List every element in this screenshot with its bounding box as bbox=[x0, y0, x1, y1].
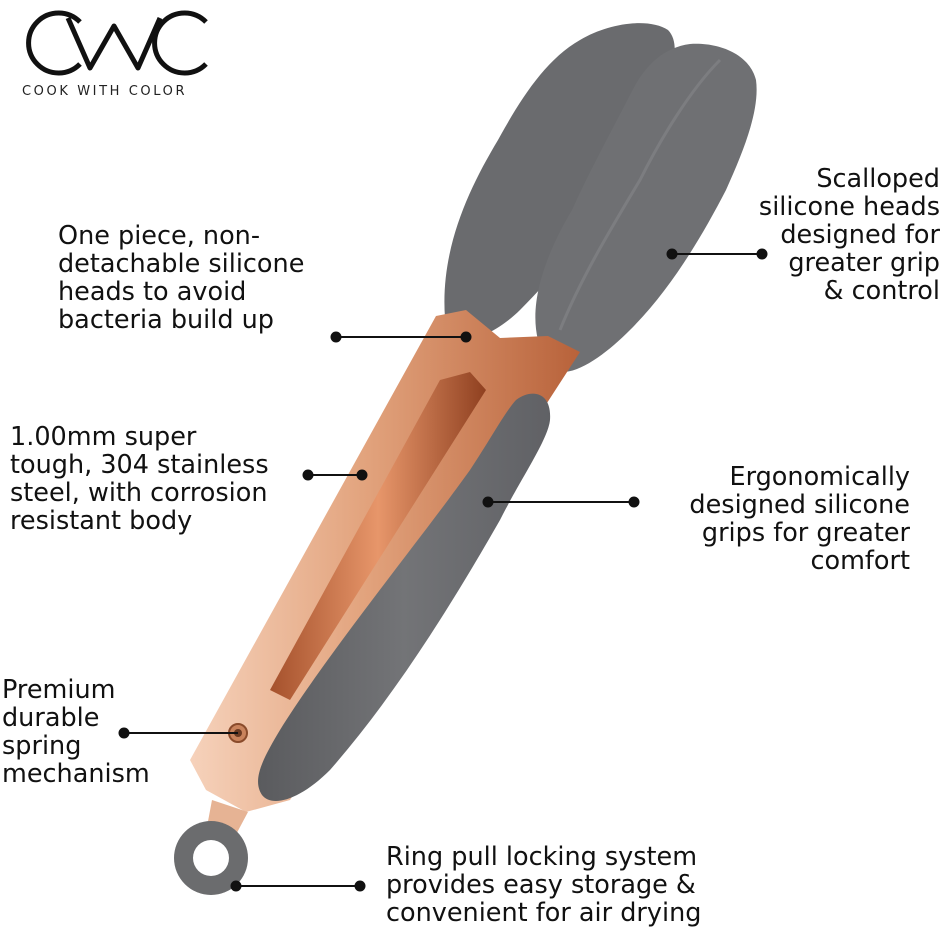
callout-stainless-steel: 1.00mm super tough, 304 stainless steel,… bbox=[10, 423, 269, 535]
callout-line: Scalloped bbox=[816, 164, 940, 194]
callout-scalloped-heads: Scalloped silicone heads designed for gr… bbox=[759, 165, 940, 305]
steel-inner-channel bbox=[270, 372, 486, 700]
head-highlight bbox=[558, 58, 722, 331]
brand-logo: COOK WITH COLOR bbox=[18, 4, 218, 104]
callout-line: provides easy storage & bbox=[386, 870, 696, 900]
callout-line: greater grip bbox=[788, 248, 940, 278]
callout-line: grips for greater bbox=[701, 518, 910, 548]
callout-line: bacteria build up bbox=[58, 305, 274, 335]
ring-pull-hole bbox=[193, 840, 229, 876]
callout-ring-pull: Ring pull locking system provides easy s… bbox=[386, 843, 701, 927]
rose-gold-steel-body bbox=[190, 310, 580, 812]
callout-line: resistant body bbox=[10, 506, 193, 536]
callout-spring-mechanism: Premium durable spring mechanism bbox=[2, 676, 150, 788]
callout-ergonomic-grips: Ergonomically designed silicone grips fo… bbox=[689, 463, 910, 575]
callout-line: 1.00mm super bbox=[10, 422, 197, 452]
callout-line: designed silicone bbox=[689, 490, 910, 520]
callout-line: spring bbox=[2, 731, 82, 761]
callout-line: steel, with corrosion bbox=[10, 478, 268, 508]
brand-tagline: COOK WITH COLOR bbox=[22, 84, 188, 99]
callout-line: durable bbox=[2, 703, 100, 733]
leader-lines bbox=[118, 248, 768, 892]
callout-line: convenient for air drying bbox=[386, 898, 702, 928]
callout-line: designed for bbox=[780, 220, 940, 250]
callout-line: mechanism bbox=[2, 759, 150, 789]
callout-line: heads to avoid bbox=[58, 277, 247, 307]
callout-line: tough, 304 stainless bbox=[10, 450, 269, 480]
callout-line: comfort bbox=[810, 546, 910, 576]
callout-line: silicone heads bbox=[758, 192, 940, 222]
cwc-logo-mark bbox=[26, 10, 208, 76]
callout-line: Ergonomically bbox=[729, 462, 910, 492]
left-silicone-head bbox=[444, 23, 675, 341]
callout-line: Ring pull locking system bbox=[386, 842, 698, 872]
callout-line: detachable silicone bbox=[58, 249, 305, 279]
callout-silicone-heads: One piece, non- detachable silicone head… bbox=[58, 222, 304, 334]
right-silicone-head bbox=[535, 43, 757, 372]
callout-line: One piece, non- bbox=[58, 221, 261, 251]
silicone-grip bbox=[258, 393, 551, 802]
callout-line: & control bbox=[823, 276, 940, 306]
callout-line: Premium bbox=[2, 675, 116, 705]
